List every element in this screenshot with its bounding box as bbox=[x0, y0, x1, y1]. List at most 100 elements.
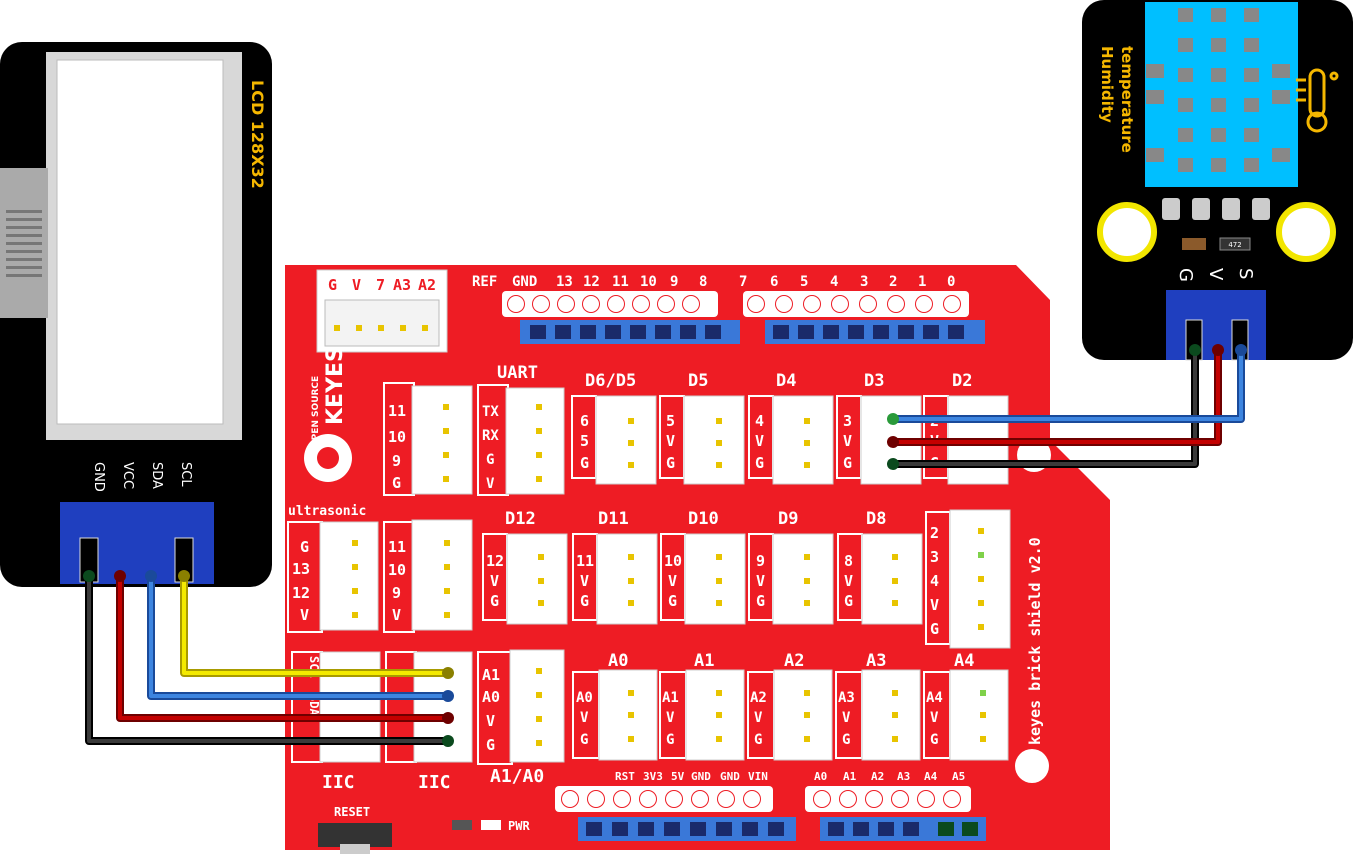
wire-signal-sensor-core bbox=[891, 348, 1243, 421]
pin-label: 4 bbox=[755, 412, 764, 430]
connector-title: A4 bbox=[954, 651, 974, 671]
connector-a1a0: A1 A0 V G A1/A0 bbox=[477, 649, 565, 787]
pin-label: G bbox=[756, 592, 765, 610]
lcd-screen bbox=[56, 59, 224, 425]
pin-label: G bbox=[392, 474, 401, 492]
lcd-pin-vcc: VCC bbox=[120, 462, 135, 489]
header-label: A4 bbox=[924, 770, 938, 783]
lcd-module: LCD 128X32 GND VCC SDA SCL bbox=[0, 42, 272, 587]
header-bottom-right bbox=[805, 786, 986, 841]
pwr-led: PWR bbox=[452, 819, 530, 833]
brand-logo: OPEN SOURCE KEYES bbox=[304, 346, 352, 482]
pin-label: 13 bbox=[292, 560, 310, 578]
pin-label: A1 bbox=[662, 690, 679, 706]
pin-label: G bbox=[755, 454, 764, 472]
pin-label: TX bbox=[482, 404, 499, 420]
pin-label: G bbox=[580, 732, 588, 748]
pin-label: V bbox=[843, 432, 852, 450]
top-connector: G V 7 A3 A2 bbox=[316, 269, 448, 353]
pin-label: G bbox=[300, 538, 309, 556]
pin-label: 4 bbox=[930, 572, 939, 590]
header-label: 11 bbox=[612, 274, 629, 290]
pin-label: 12 bbox=[292, 584, 310, 602]
pin-label: 12 bbox=[486, 552, 504, 570]
header-label: 3V3 bbox=[643, 770, 663, 783]
pin-label: 9 bbox=[392, 452, 401, 470]
lcd-title: LCD 128X32 bbox=[248, 80, 267, 189]
connector-title: A1 bbox=[694, 651, 714, 671]
header-top-right-labels: 7 6 5 4 3 2 1 0 bbox=[739, 274, 955, 290]
header-bottom-right-labels: A0 A1 A2 A3 A4 A5 bbox=[814, 770, 965, 783]
header-label: A1 bbox=[843, 770, 857, 783]
pin-label: 2 bbox=[930, 524, 939, 542]
wire-gnd-sensor-core bbox=[891, 348, 1197, 466]
pin-label: V bbox=[300, 606, 309, 624]
header-label: 7 bbox=[739, 274, 747, 290]
pin-label: 3 bbox=[843, 412, 852, 430]
wire-scl-lcd-core bbox=[182, 574, 450, 675]
connector-title: A0 bbox=[608, 651, 628, 671]
header-label: 5 bbox=[800, 274, 808, 290]
pin-label: 10 bbox=[388, 428, 406, 446]
lcd-pin-gnd: GND bbox=[91, 462, 106, 492]
pin-label: V bbox=[666, 432, 675, 450]
header-label: GND bbox=[512, 274, 537, 290]
lcd-pin-scl: SCL bbox=[178, 462, 193, 487]
reset-button: RESET bbox=[318, 805, 392, 854]
pin-label: V bbox=[392, 606, 401, 624]
ultrasonic-title: ultrasonic bbox=[288, 504, 366, 519]
header-label: A3 bbox=[897, 770, 910, 783]
header-label: A2 bbox=[871, 770, 884, 783]
pin-label: 11 bbox=[388, 402, 406, 420]
pin-label: V bbox=[486, 712, 495, 730]
pin-label: G bbox=[666, 732, 674, 748]
pin-label: V bbox=[930, 710, 939, 726]
pin-label: G bbox=[486, 736, 495, 754]
shield-name: keyes brick shield v2.0 bbox=[1026, 537, 1044, 745]
pin-label: G bbox=[843, 454, 852, 472]
thermometer-icon bbox=[1296, 68, 1339, 133]
pin-label: G bbox=[580, 454, 589, 472]
pin-label: G bbox=[930, 620, 939, 638]
smd-resistor bbox=[1219, 237, 1251, 251]
wire-sda-lcd-core bbox=[149, 574, 450, 698]
mounting-hole bbox=[1097, 202, 1157, 262]
pin-label: 6 bbox=[580, 412, 589, 430]
connector-title: D3 bbox=[864, 371, 884, 391]
pin-label: A0 bbox=[482, 688, 500, 706]
connector-title: D10 bbox=[688, 509, 719, 529]
lcd-pin-sda: SDA bbox=[149, 462, 164, 489]
row3-connectors: A0 A0 V G A1 A1 V G A2 A2 V G A3 A3 bbox=[572, 651, 1009, 761]
header-top-left bbox=[502, 291, 740, 344]
pin-label: V bbox=[755, 432, 764, 450]
wire-ends bbox=[83, 570, 454, 747]
header-label: 10 bbox=[640, 274, 657, 290]
pin-label: G bbox=[930, 732, 938, 748]
header-label: GND bbox=[691, 770, 711, 783]
header-label: 4 bbox=[830, 274, 838, 290]
pin-label: G bbox=[842, 732, 850, 748]
sensor-wire-ends bbox=[887, 344, 1247, 470]
pin-label: V bbox=[754, 710, 763, 726]
connector-title: D12 bbox=[505, 509, 536, 529]
header-label: REF bbox=[472, 274, 497, 290]
sensor-pin-g: G bbox=[1175, 268, 1196, 282]
header-label: 12 bbox=[583, 274, 600, 290]
pin-label: G bbox=[486, 452, 494, 468]
connector-left-1: 11 10 9 G bbox=[383, 382, 473, 496]
dht-grid bbox=[1146, 8, 1290, 172]
connector-title: D6/D5 bbox=[585, 371, 636, 391]
pin-label: V bbox=[580, 710, 589, 726]
uart-title: UART bbox=[497, 363, 538, 383]
pin-label: V bbox=[930, 596, 939, 614]
connector-ultrasonic: ultrasonic G 13 12 V bbox=[287, 504, 379, 633]
pin-label: V bbox=[844, 572, 853, 590]
pin-label: A1 bbox=[482, 666, 500, 684]
header-label: 3 bbox=[860, 274, 868, 290]
connector-title: D4 bbox=[776, 371, 796, 391]
pin-label: G bbox=[844, 592, 853, 610]
connector-title: A2 bbox=[784, 651, 804, 671]
brand-name: KEYES bbox=[323, 346, 348, 425]
sensor-title-2: temperature bbox=[1118, 46, 1136, 153]
